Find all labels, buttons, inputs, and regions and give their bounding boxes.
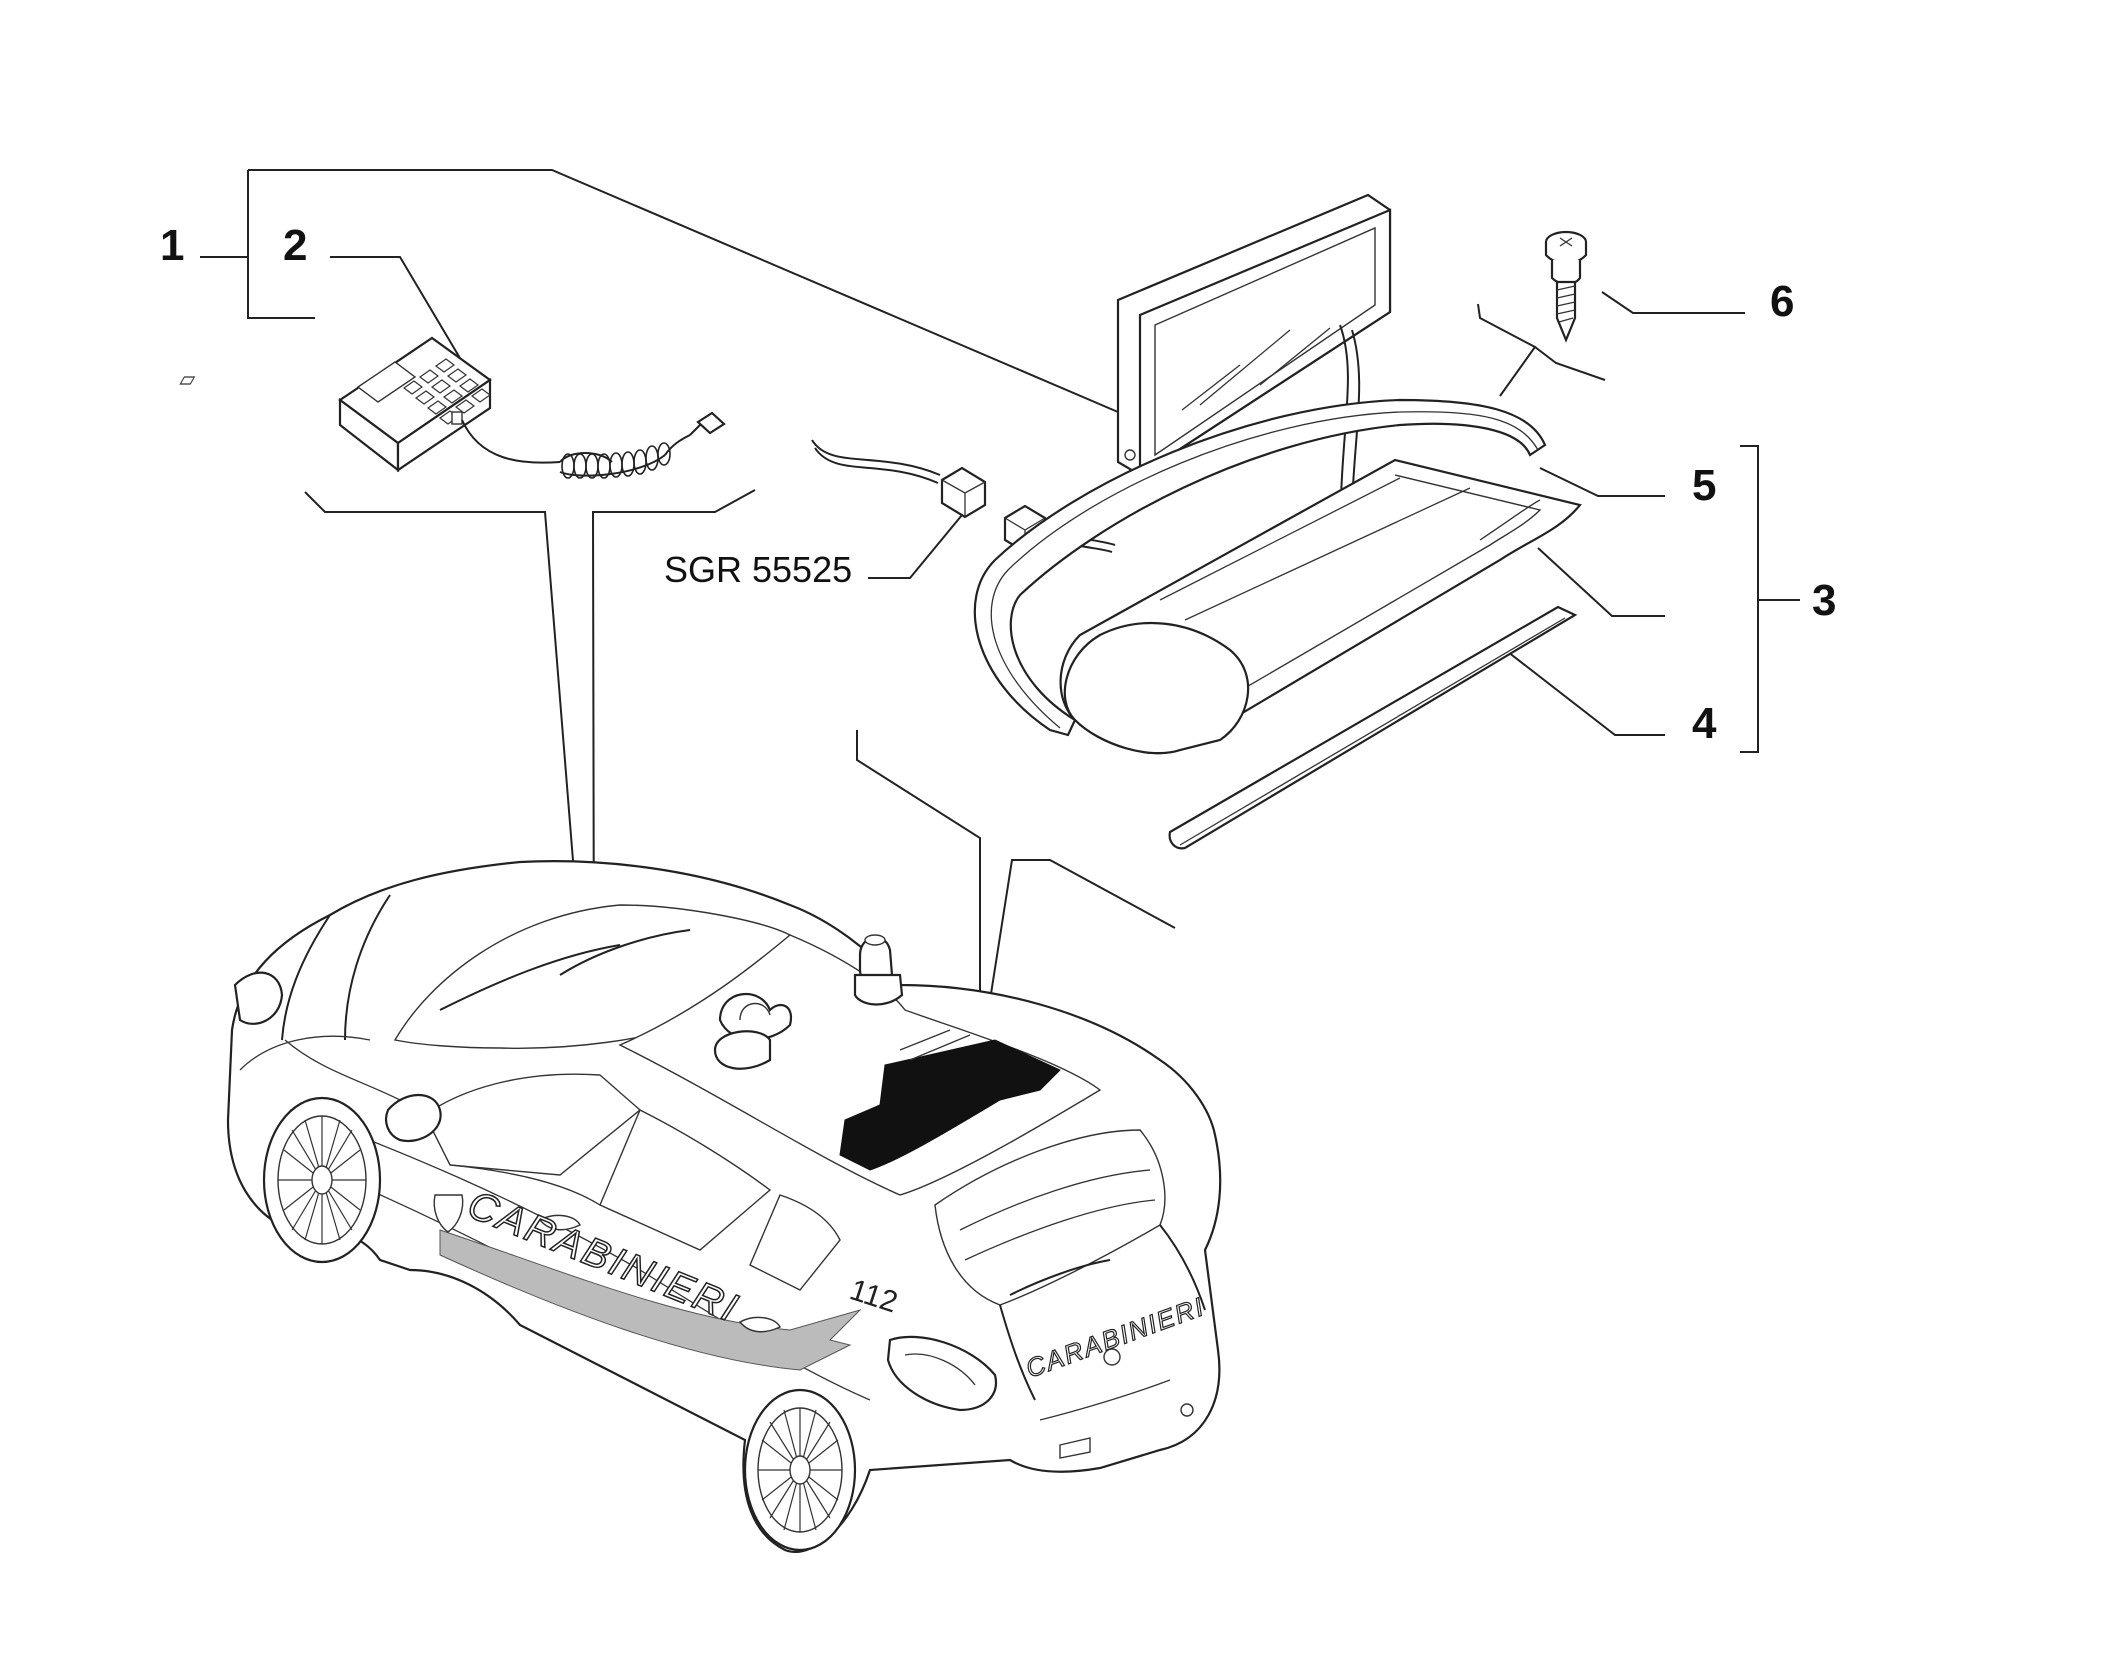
ring-seal [973,398,1547,737]
screw-icon [1544,230,1588,343]
reference-code: SGR 55525 [664,549,852,590]
leader-lines [200,169,1800,1033]
rear-wheel [743,1388,857,1552]
front-wheel [262,1096,382,1264]
roof-housing [1059,458,1582,755]
callout-4: 4 [1692,699,1717,748]
callout-3: 3 [1812,576,1836,625]
connector-icon [811,439,1116,554]
control-keypad-icon [179,336,726,479]
callout-labels: 1 2 6 5 3 4 SGR 55525 [160,221,1836,748]
callout-6: 6 [1770,277,1794,326]
display-panel-icon [1116,193,1392,561]
callout-1: 1 [160,221,184,270]
car-icon: CARABINIERI CARABINIERI 112 [226,860,1222,1553]
trim-strip [1168,605,1578,850]
callout-5: 5 [1692,461,1716,510]
callout-2: 2 [283,221,307,270]
